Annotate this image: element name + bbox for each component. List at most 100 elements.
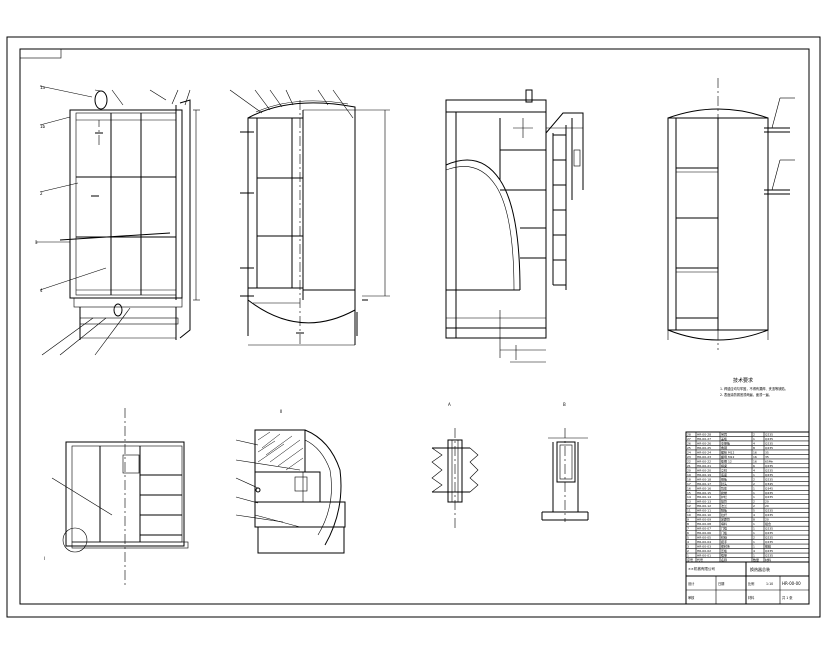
bom-cell: HR-00-23 xyxy=(697,455,711,459)
bom-header-cell: 序号 xyxy=(687,557,693,562)
bom-cell: 1 xyxy=(753,527,755,531)
bom-cell: Q345 xyxy=(765,482,773,486)
bom-cell: Q235 xyxy=(765,554,773,558)
bom-cell: Q345 xyxy=(765,486,773,490)
bom-cell: 1 xyxy=(753,437,755,441)
bom-cell: 1 xyxy=(753,545,755,549)
bom-cell: 垫圈 12 xyxy=(721,458,732,463)
svg-text:1a: 1a xyxy=(40,85,46,90)
bom-cell: Q235 xyxy=(765,549,773,553)
bom-cell: 16 xyxy=(687,486,691,490)
bom-cell: Q235 xyxy=(765,446,773,450)
bom-cell: Q235 xyxy=(765,432,773,436)
bom-cell: 7 xyxy=(687,527,689,531)
bom-cell: 2 xyxy=(753,432,755,436)
title-designer-label: 设计 xyxy=(688,581,695,586)
bom-cell: HR-00-14 xyxy=(697,495,711,499)
title-checker-label: 审核 xyxy=(688,595,695,600)
bom-cell: 隔板 xyxy=(721,508,727,513)
bom-cell: 1 xyxy=(753,522,755,526)
bom-cell: 2 xyxy=(753,500,755,504)
bom-cell: Q235 xyxy=(765,540,773,544)
bom-cell: 拉杆 xyxy=(721,512,727,517)
bom-cell: 17 xyxy=(687,482,691,486)
bom-cell: 螺母 M12 xyxy=(721,454,734,459)
bom-cell: 6 xyxy=(753,464,755,468)
bom-cell: HR-00-17 xyxy=(697,482,711,486)
detail-label-II: II xyxy=(280,409,282,414)
bom-cell: 2 xyxy=(753,504,755,508)
bom-cell: HR-00-26 xyxy=(697,441,711,445)
bom-cell: HR-00-07 xyxy=(697,527,711,531)
bom-cell: 法兰 xyxy=(721,503,727,508)
bom-cell: 20 xyxy=(687,468,691,472)
ladder-view xyxy=(445,89,584,363)
inner-border xyxy=(19,48,810,605)
title-scale-label: 比例 xyxy=(748,581,754,586)
bom-cell: 28 xyxy=(687,432,691,436)
bom-cell: 压板 xyxy=(721,548,727,553)
svg-text:4: 4 xyxy=(40,288,43,293)
title-sheet-label: 共 1 张 xyxy=(782,595,793,600)
bom-header-cell: 材料 xyxy=(765,557,771,562)
bom-cell: HR-00-28 xyxy=(697,432,711,436)
bom-cell: 19 xyxy=(687,473,691,477)
bom-cell: HR-00-08 xyxy=(697,522,711,526)
bom-cell: 5 xyxy=(753,509,755,513)
bom-header-cell: 名称 xyxy=(721,557,727,562)
bom-cell: 立柱 xyxy=(721,467,727,472)
bom-cell: 21 xyxy=(687,464,691,468)
bom-cell: 1 xyxy=(753,554,755,558)
bom-cell: HR-00-11 xyxy=(697,509,711,513)
bom-cell: HR-00-19 xyxy=(697,473,711,477)
bom-cell: 侧板 xyxy=(721,476,727,481)
bom-cell: HR-00-18 xyxy=(697,477,711,481)
bom-cell: Q235 xyxy=(765,509,773,513)
bom-cell: 护栏 xyxy=(721,494,727,499)
bom-cell: 3 xyxy=(687,545,689,549)
bom-cell: 16 xyxy=(753,455,757,459)
bom-cell: HR-00-03 xyxy=(697,545,711,549)
bom-cell: 6 xyxy=(687,531,689,535)
bom-cell: 22 xyxy=(687,459,691,463)
bom-cell: 20 xyxy=(765,518,769,522)
bom-cell: 9 xyxy=(687,518,689,522)
bom-cell: 门板 xyxy=(721,530,727,535)
bom-cell: 18 xyxy=(687,477,691,481)
bom-cell: Q235 xyxy=(765,495,773,499)
bom-cell: 1 xyxy=(753,531,755,535)
bom-cell: Q235 xyxy=(765,464,773,468)
bom-cell: 1 xyxy=(753,540,755,544)
detail-label-I: I xyxy=(44,556,45,561)
bom-header-cell: 代号 xyxy=(697,557,703,562)
bom-cell: HR-00-12 xyxy=(697,504,711,508)
svg-text:2: 2 xyxy=(40,191,43,196)
bom-cell: 密封条 xyxy=(721,544,730,549)
bom-cell: 支撑板 xyxy=(721,440,730,445)
bom-cell: 填料 xyxy=(721,521,727,526)
bom-cell: HR-00-09 xyxy=(697,518,711,522)
bom-cell: 1 xyxy=(753,491,755,495)
bom-cell: HR-00-15 xyxy=(697,491,711,495)
bom-cell: 35 xyxy=(765,450,769,454)
title-block: ××机械有限公司 换热器总装 HR-00-00 设计 审核 日期 比例 1:10… xyxy=(686,561,809,604)
side-section-view xyxy=(229,89,390,346)
svg-text:1b: 1b xyxy=(40,124,46,129)
bom-cell: Q235 xyxy=(765,441,773,445)
bom-cell: HR-00-02 xyxy=(697,549,711,553)
title-date-label: 日期 xyxy=(718,581,724,586)
bom-cell: 8 xyxy=(687,522,689,526)
bom-cell: 8 xyxy=(753,518,755,522)
bom-cell: 14 xyxy=(687,495,691,499)
outer-border xyxy=(6,36,821,618)
title-drawing-no: HR-00-00 xyxy=(782,581,801,586)
bom-cell: HR-00-10 xyxy=(697,513,711,517)
bom-cell: Q235 xyxy=(765,468,773,472)
bom-cell: 1 xyxy=(753,473,755,477)
detail-I-view: II xyxy=(235,409,346,554)
plan-view: I xyxy=(44,408,189,585)
bom-cell: 25 xyxy=(687,446,691,450)
bom-cell: 2 xyxy=(687,549,689,553)
bom-cell: 26 xyxy=(687,441,691,445)
bom-cell: Q235 xyxy=(765,527,773,531)
